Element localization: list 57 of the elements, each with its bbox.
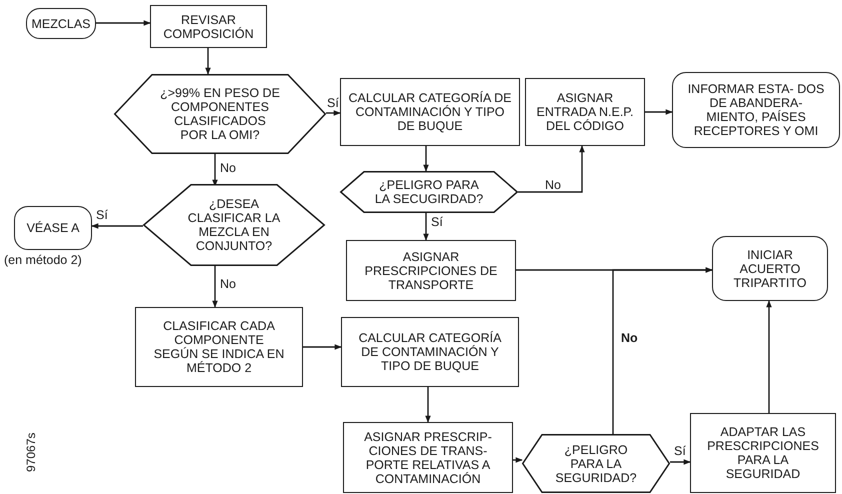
edge-label: Sí: [431, 215, 443, 229]
node-text: MEZCLAS: [31, 16, 91, 30]
decision-hexagon: [522, 434, 670, 493]
edge-label: No: [545, 178, 561, 192]
decision-hexagon: [340, 171, 518, 213]
arrow: [91, 223, 143, 229]
terminal-box: [712, 236, 828, 301]
process-box: [690, 413, 836, 493]
node-text: INICIAR ACUERTO TRIPARTITO: [732, 248, 808, 290]
edge-label: No: [220, 277, 236, 291]
process-box: [135, 307, 303, 387]
arrow: [513, 457, 523, 463]
node-text: CALCULAR CATEGORÍA DE CONTAMINACIÓN Y TIPO DE BUQUE: [347, 91, 512, 133]
edge-label: No: [621, 331, 638, 345]
node-text: CLASIFICAR CADA COMPONENTE SEGÚN SE INDICA EN MÉTODO 2: [153, 319, 285, 375]
node-text: CALCULAR CATEGORÍA DE CONTAMINACIÓN Y TIPO DE BUQUE: [358, 331, 502, 373]
process-box: [525, 78, 645, 146]
arrow: [423, 146, 429, 172]
decision-hexagon: [143, 184, 325, 266]
terminal-box: [14, 206, 92, 250]
arrow: [423, 213, 429, 241]
node-text: VÉASE A: [26, 221, 80, 235]
arrow: [766, 300, 772, 413]
node-text: INFORMAR ESTA- DOS DE ABANDERA- MIENTO, PAÍSES RECEPTORES Y OMI: [686, 82, 826, 138]
node-text: ASIGNAR PRESCRIP- CIONES DE TRANS- PORTE RELATIVAS A CONTAMINACIÓN: [363, 430, 493, 486]
arrow: [612, 267, 713, 436]
arrow: [645, 109, 673, 115]
edge-label: Sí: [674, 444, 686, 458]
node-text: ¿>99% EN PESO DE COMPONENTES CLASIFICADOS POR LA OMI?: [159, 86, 281, 142]
process-box: [340, 78, 520, 146]
terminal-box: [672, 72, 840, 148]
node-text: ADAPTAR LAS PRESCRIPCIONES PARA LA SEGURIDAD: [706, 425, 820, 481]
edge-label: Sí: [96, 208, 108, 222]
arrow: [326, 110, 341, 116]
arrow: [303, 344, 342, 350]
node-text: REVISAR COMPOSICIÓN: [162, 12, 255, 40]
arrow: [96, 20, 151, 26]
node-text: ASIGNAR ENTRADA N.E.P. DEL CÓDIGO: [535, 91, 635, 133]
edge-label: Sí: [327, 96, 339, 110]
node-note: (en método 2): [4, 253, 82, 267]
node-text: ¿DESEA CLASIFICAR LA MEZCLA EN CONJUNTO?: [186, 197, 282, 253]
arrow: [518, 145, 585, 193]
terminal-box: [26, 8, 96, 39]
arrow: [212, 264, 218, 308]
process-box: [346, 240, 516, 301]
process-box: [341, 317, 519, 387]
process-box: [150, 5, 267, 48]
arrow: [425, 387, 431, 423]
arrow: [670, 459, 691, 465]
node-text: ¿PELIGRO PARA LA SECUGIRDAD?: [374, 178, 484, 206]
figure-code: 97067s: [24, 432, 38, 472]
arrow: [205, 48, 211, 75]
process-box: [343, 422, 513, 493]
edge-label: No: [220, 161, 236, 175]
node-text: ASIGNAR PRESCRIPCIONES DE TRANSPORTE: [364, 250, 498, 292]
node-text: ¿PELIGRO PARA LA SEGURIDAD?: [554, 442, 638, 484]
decision-hexagon: [114, 74, 326, 154]
